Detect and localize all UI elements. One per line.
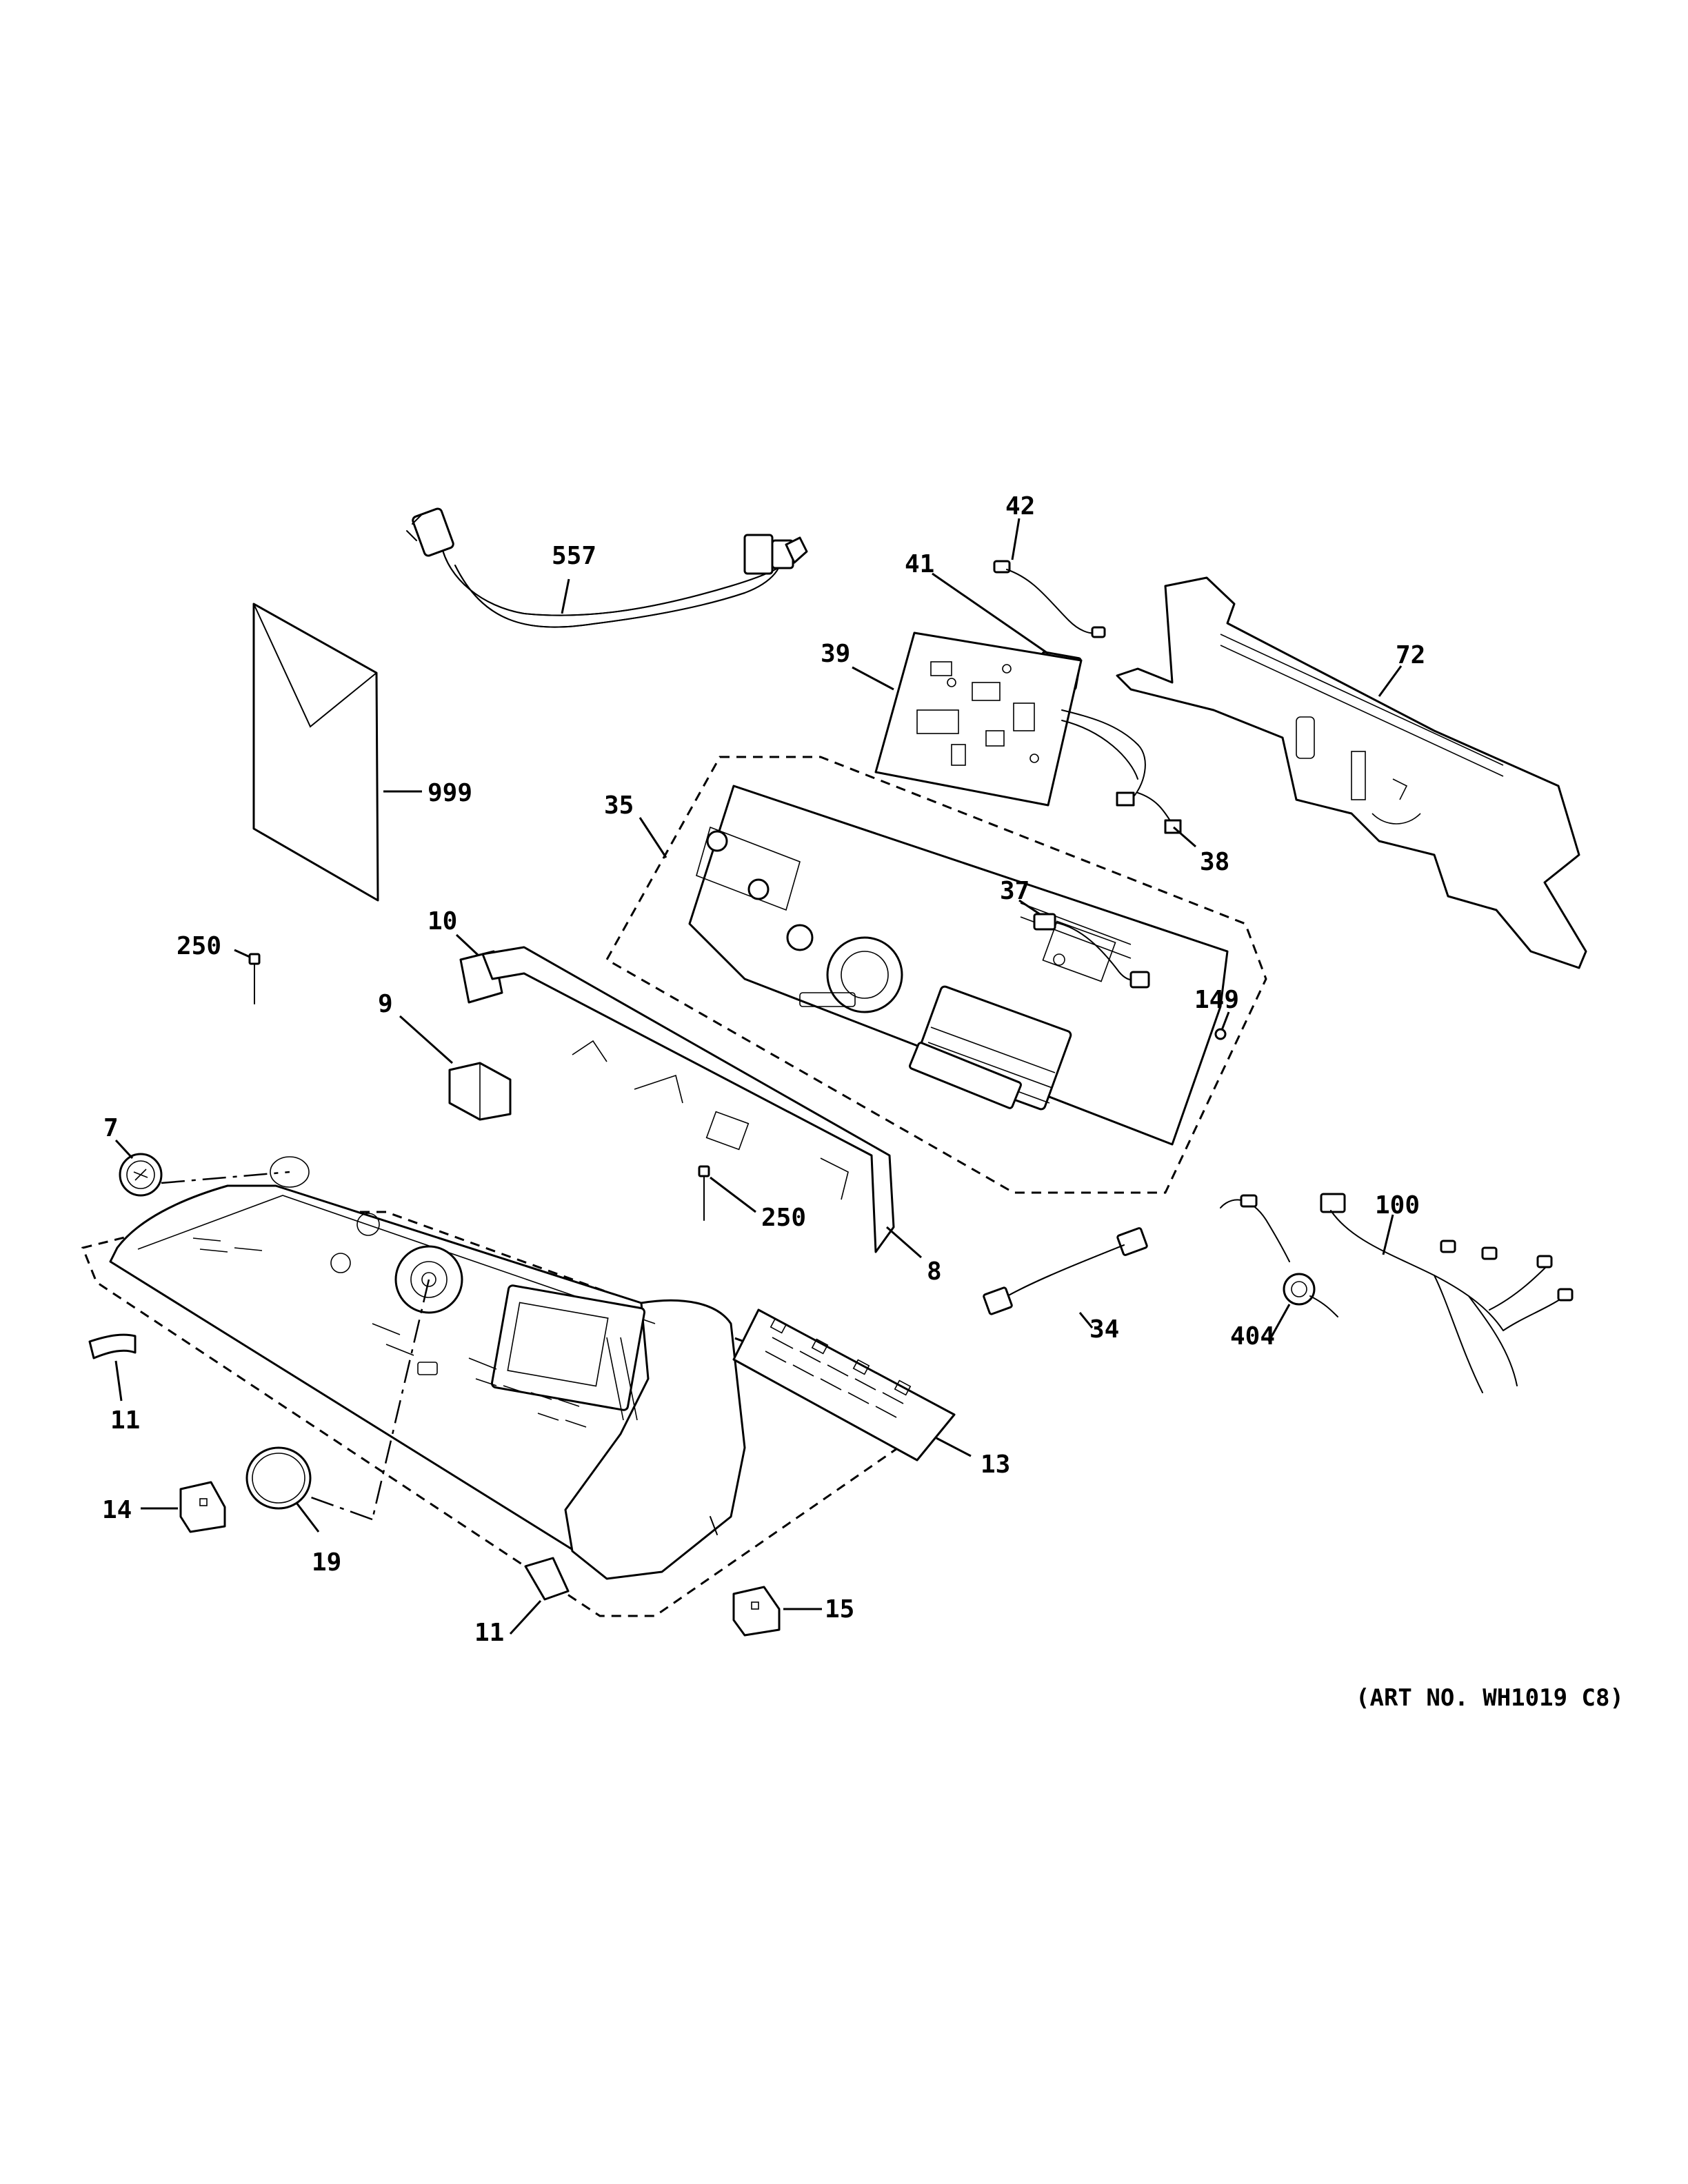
leader-7	[114, 1139, 134, 1160]
clip-left	[179, 1481, 226, 1533]
callout-11b: 11	[474, 1619, 504, 1647]
leader-557	[561, 578, 570, 614]
control-board	[874, 631, 1182, 834]
leader-19	[295, 1502, 320, 1533]
trim-lower	[524, 1557, 570, 1601]
small-harness	[1033, 913, 1150, 989]
wire-jumper	[993, 560, 1106, 638]
callout-149: 149	[1194, 986, 1239, 1014]
leader-35	[639, 817, 667, 858]
leader-39	[852, 666, 894, 691]
art-number: (ART NO. WH1019 C8)	[1356, 1684, 1624, 1712]
callout-250a: 250	[177, 932, 221, 960]
leader-37	[1018, 899, 1041, 916]
callout-34: 34	[1089, 1315, 1119, 1344]
centerline-knob-cap	[303, 1493, 373, 1521]
callout-15: 15	[825, 1595, 854, 1624]
interface-housing	[688, 785, 1229, 1146]
leader-38	[1173, 826, 1196, 848]
leader-250b	[710, 1176, 756, 1213]
screw-top	[248, 953, 261, 1004]
callout-37: 37	[1000, 877, 1029, 905]
callout-404: 404	[1230, 1322, 1275, 1351]
main-harness	[1320, 1193, 1574, 1393]
button-panel	[732, 1308, 956, 1462]
callout-250b: 250	[761, 1204, 806, 1232]
callout-999: 999	[428, 779, 472, 807]
leader-72	[1378, 665, 1403, 697]
leader-11a	[114, 1360, 123, 1402]
callout-72: 72	[1396, 641, 1425, 669]
callout-557: 557	[552, 542, 596, 570]
group-boundary-console	[81, 1211, 949, 1617]
callout-13: 13	[981, 1450, 1010, 1479]
power-cord	[406, 507, 808, 628]
leader-42	[1011, 518, 1021, 560]
screw-middle	[698, 1165, 710, 1221]
callout-39: 39	[821, 640, 850, 668]
leader-13	[936, 1437, 972, 1457]
leader-100	[1382, 1214, 1394, 1255]
small-screw	[1214, 1028, 1227, 1040]
logo-badge	[119, 1153, 163, 1197]
callout-10: 10	[428, 907, 457, 936]
leader-9	[399, 1015, 454, 1064]
long-bracket	[481, 946, 895, 1253]
trim-left	[88, 1333, 137, 1359]
leader-250a	[234, 949, 250, 958]
callout-100: 100	[1375, 1191, 1420, 1220]
leader-8	[886, 1226, 922, 1259]
callout-8: 8	[927, 1257, 942, 1286]
leader-11b	[509, 1599, 542, 1635]
centerline-7	[161, 1171, 290, 1184]
callout-42: 42	[1005, 492, 1035, 520]
leader-404	[1267, 1304, 1291, 1342]
group-boundary-35	[605, 756, 1267, 1194]
clip-right	[732, 1586, 781, 1637]
leader-41	[932, 572, 1049, 655]
callout-7: 7	[103, 1114, 119, 1142]
callout-11a: 11	[110, 1406, 140, 1435]
spacer-block	[448, 1062, 512, 1121]
leader-34	[1078, 1312, 1094, 1328]
rear-bracket	[1116, 576, 1587, 969]
callout-41: 41	[905, 550, 934, 578]
leader-149	[1220, 1011, 1230, 1031]
pressure-sensor	[1220, 1194, 1338, 1317]
callout-9: 9	[378, 990, 393, 1018]
callout-19: 19	[312, 1548, 341, 1577]
console-panel	[109, 1156, 746, 1580]
control-knob	[245, 1446, 312, 1510]
leader-10	[455, 933, 480, 957]
callout-14: 14	[102, 1496, 132, 1524]
literature-envelope	[252, 603, 379, 902]
connector-cable	[983, 1227, 1148, 1315]
callout-38: 38	[1200, 848, 1229, 876]
callout-35: 35	[604, 791, 634, 820]
